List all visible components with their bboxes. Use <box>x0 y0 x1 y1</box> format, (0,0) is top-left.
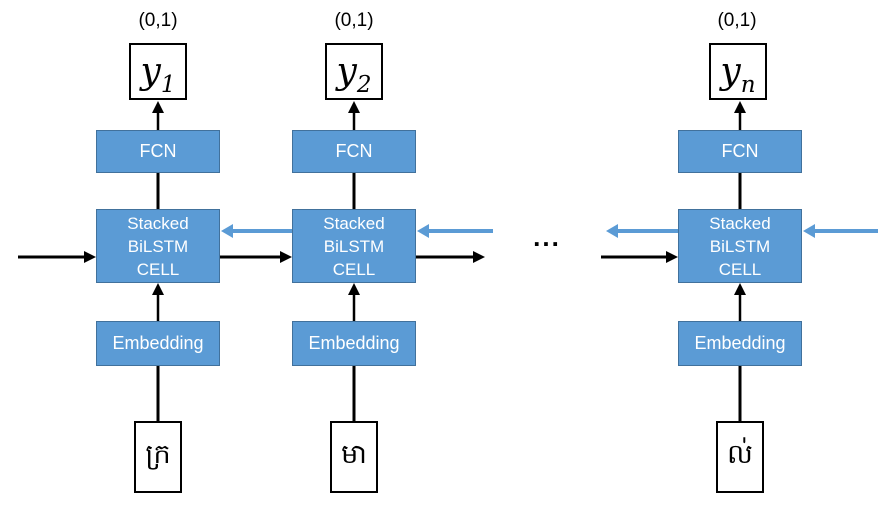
fcn-label: FCN <box>139 141 177 161</box>
forward-arrows <box>18 251 678 263</box>
embedding-box-n: Embedding <box>678 321 802 366</box>
cell-label-line: CELL <box>332 259 376 279</box>
up-arrowhead <box>348 101 360 113</box>
fcn-label: FCN <box>335 141 373 161</box>
embedding-label: Embedding <box>694 333 786 353</box>
cell-label-line: BiLSTM <box>709 236 771 256</box>
cell-label-line: Stacked <box>709 213 771 233</box>
up-arrowhead <box>734 283 746 295</box>
output-range-label-n: (0,1) <box>717 10 757 31</box>
column3-vertical-connectors <box>734 101 746 421</box>
embedding-box-1: Embedding <box>96 321 220 366</box>
output-label-yn: yn <box>720 51 756 98</box>
backward-arrows <box>221 224 878 238</box>
input-char: មា <box>341 438 367 470</box>
left-arrowhead <box>606 224 618 238</box>
fcn-label: FCN <box>721 141 759 161</box>
sequence-ellipsis: ... <box>533 222 561 252</box>
embedding-label: Embedding <box>308 333 400 353</box>
column1-vertical-connectors <box>152 101 164 421</box>
fcn-box-1: FCN <box>96 130 220 173</box>
bilstm-cell-box-n: Stacked BiLSTM CELL <box>678 209 802 283</box>
input-char: ល់ <box>727 438 753 470</box>
output-box-y1: y1 <box>129 43 187 100</box>
right-arrowhead <box>280 251 292 263</box>
cell-label-line: CELL <box>718 259 762 279</box>
cell-label-line: BiLSTM <box>323 236 385 256</box>
input-char-box-2: មា <box>330 421 378 493</box>
up-arrowhead <box>152 283 164 295</box>
embedding-label: Embedding <box>112 333 204 353</box>
up-arrowhead <box>348 283 360 295</box>
bilstm-cell-box-1: Stacked BiLSTM CELL <box>96 209 220 283</box>
left-arrowhead <box>221 224 233 238</box>
input-char-box-1: ក្រ <box>134 421 182 493</box>
fcn-box-n: FCN <box>678 130 802 173</box>
cell-label-line: CELL <box>136 259 180 279</box>
input-char-box-n: ល់ <box>716 421 764 493</box>
left-arrowhead <box>803 224 815 238</box>
output-box-yn: yn <box>709 43 767 100</box>
bilstm-cell-box-2: Stacked BiLSTM CELL <box>292 209 416 283</box>
cell-label-line: BiLSTM <box>127 236 189 256</box>
cell-label-line: Stacked <box>323 213 385 233</box>
up-arrowhead <box>152 101 164 113</box>
right-arrowhead <box>666 251 678 263</box>
up-arrowhead <box>734 101 746 113</box>
cell-label-line: Stacked <box>127 213 189 233</box>
right-arrowhead <box>84 251 96 263</box>
output-range-label-2: (0,1) <box>334 10 374 31</box>
left-arrowhead <box>417 224 429 238</box>
column2-vertical-connectors <box>348 101 360 421</box>
right-arrowhead <box>473 251 485 263</box>
embedding-box-2: Embedding <box>292 321 416 366</box>
fcn-box-2: FCN <box>292 130 416 173</box>
output-label-y2: y2 <box>336 51 372 98</box>
output-range-label-1: (0,1) <box>138 10 178 31</box>
output-label-y1: y1 <box>140 51 176 98</box>
output-box-y2: y2 <box>325 43 383 100</box>
input-char: ក្រ <box>145 438 171 470</box>
